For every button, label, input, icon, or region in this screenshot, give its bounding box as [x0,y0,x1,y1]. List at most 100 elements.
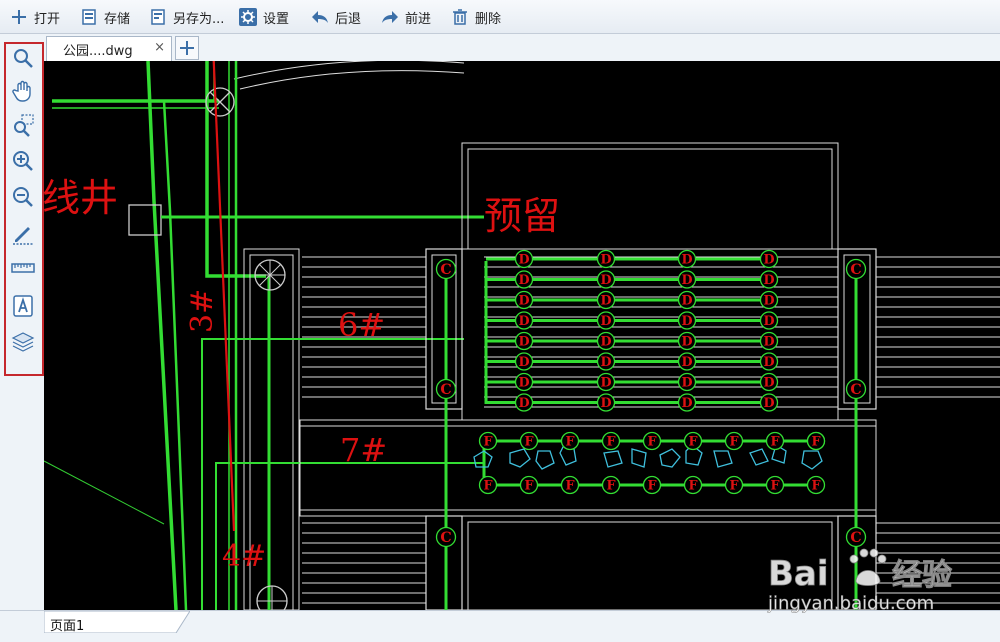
forward-button[interactable]: 前进 [381,5,431,29]
d-marker: D [677,393,697,412]
svg-text:D: D [600,355,611,370]
d-marker: D [596,249,616,269]
d-marker: D [514,372,534,392]
d-marker: D [596,270,616,289]
markup-pen-tool[interactable] [9,220,37,248]
zoom-in-tool[interactable] [9,147,37,175]
d-marker: D [514,331,534,351]
label-7: 7# [340,431,387,469]
d-marker: D [759,331,779,351]
left-toolbox [0,34,44,642]
f-marker: F [683,431,703,451]
d-marker: D [514,249,534,269]
svg-text:F: F [524,435,533,450]
svg-text:D: D [518,294,529,309]
watermark-brand-cn: 经验 [892,558,952,593]
hand-icon [12,80,31,102]
watermark-brand: Bai [768,554,829,594]
forward-label: 前进 [405,11,432,27]
paw-icon [849,548,887,586]
svg-text:F: F [688,435,697,450]
svg-text:F: F [565,479,574,494]
svg-text:D: D [681,376,692,391]
svg-text:C: C [850,382,861,398]
text-tool[interactable] [9,292,37,320]
settings-label: 设置 [263,11,290,27]
zoom-out-tool[interactable] [9,183,37,211]
svg-text:F: F [606,479,615,494]
d-marker: D [514,393,534,412]
save-button[interactable]: 存储 [80,5,130,29]
svg-text:D: D [518,273,529,288]
zoom-window-tool[interactable] [9,112,37,140]
d-marker: D [596,393,616,412]
d-marker: D [759,372,779,392]
svg-text:D: D [600,335,611,350]
open-button[interactable]: 打开 [10,5,60,29]
svg-text:D: D [600,314,611,329]
new-tab-button[interactable] [175,36,199,60]
svg-text:D: D [681,253,692,268]
tab-bar: 公园....dwg × [44,34,1000,61]
c-marker: C [845,378,867,400]
f-marker: F [765,431,785,451]
svg-text:F: F [811,479,820,494]
f-marker: F [519,475,539,495]
d-marker: D [677,290,697,310]
plus-icon [10,8,28,26]
d-marker: D [759,393,779,412]
f-marker: F [519,431,539,451]
f-marker: F [601,431,621,451]
pan-tool[interactable] [9,77,37,105]
svg-text:F: F [770,479,779,494]
d-marker: D [514,352,534,371]
tab-document-label: 公园....dwg [63,43,133,59]
measure-tool[interactable] [9,254,37,282]
f-marker: F [765,475,785,495]
d-marker: D [759,270,779,289]
close-icon[interactable]: × [154,40,165,55]
svg-text:C: C [440,262,451,278]
svg-text:D: D [681,294,692,309]
zoom-in-icon [13,151,33,171]
back-button[interactable]: 后退 [311,5,361,29]
redo-arrow-icon [381,8,399,26]
c-marker: C [435,258,457,280]
save-as-button[interactable]: 另存为... [149,5,224,29]
d-marker: D [514,311,534,330]
svg-text:D: D [681,314,692,329]
zoom-extents-tool[interactable] [9,44,37,72]
d-marker: D [759,352,779,371]
watermark-url: jingyan.baidu.com [767,593,934,614]
settings-button[interactable]: 设置 [239,5,289,29]
tab-document[interactable]: 公园....dwg × [46,36,172,61]
svg-text:F: F [524,479,533,494]
delete-label: 删除 [475,11,502,27]
svg-text:F: F [770,435,779,450]
d-marker: D [677,270,697,289]
c-marker: C [845,526,867,548]
label-reserved: 预留 [484,194,560,238]
svg-text:D: D [681,335,692,350]
svg-text:D: D [518,355,529,370]
svg-text:F: F [565,435,574,450]
toolbox-highlight-box [4,42,44,376]
magnifier-icon [14,49,33,68]
tab-page-1[interactable] [44,611,190,633]
svg-text:D: D [763,253,774,268]
save-as-label: 另存为... [173,11,225,27]
back-label: 后退 [335,11,362,27]
svg-text:F: F [729,479,738,494]
svg-text:F: F [811,435,820,450]
d-marker: D [759,249,779,269]
layers-tool[interactable] [9,327,37,355]
f-marker: F [642,431,662,451]
delete-button[interactable]: 删除 [451,5,501,29]
svg-text:D: D [518,335,529,350]
d-marker: D [596,331,616,351]
svg-text:D: D [518,396,529,411]
svg-text:D: D [600,396,611,411]
svg-text:D: D [600,294,611,309]
